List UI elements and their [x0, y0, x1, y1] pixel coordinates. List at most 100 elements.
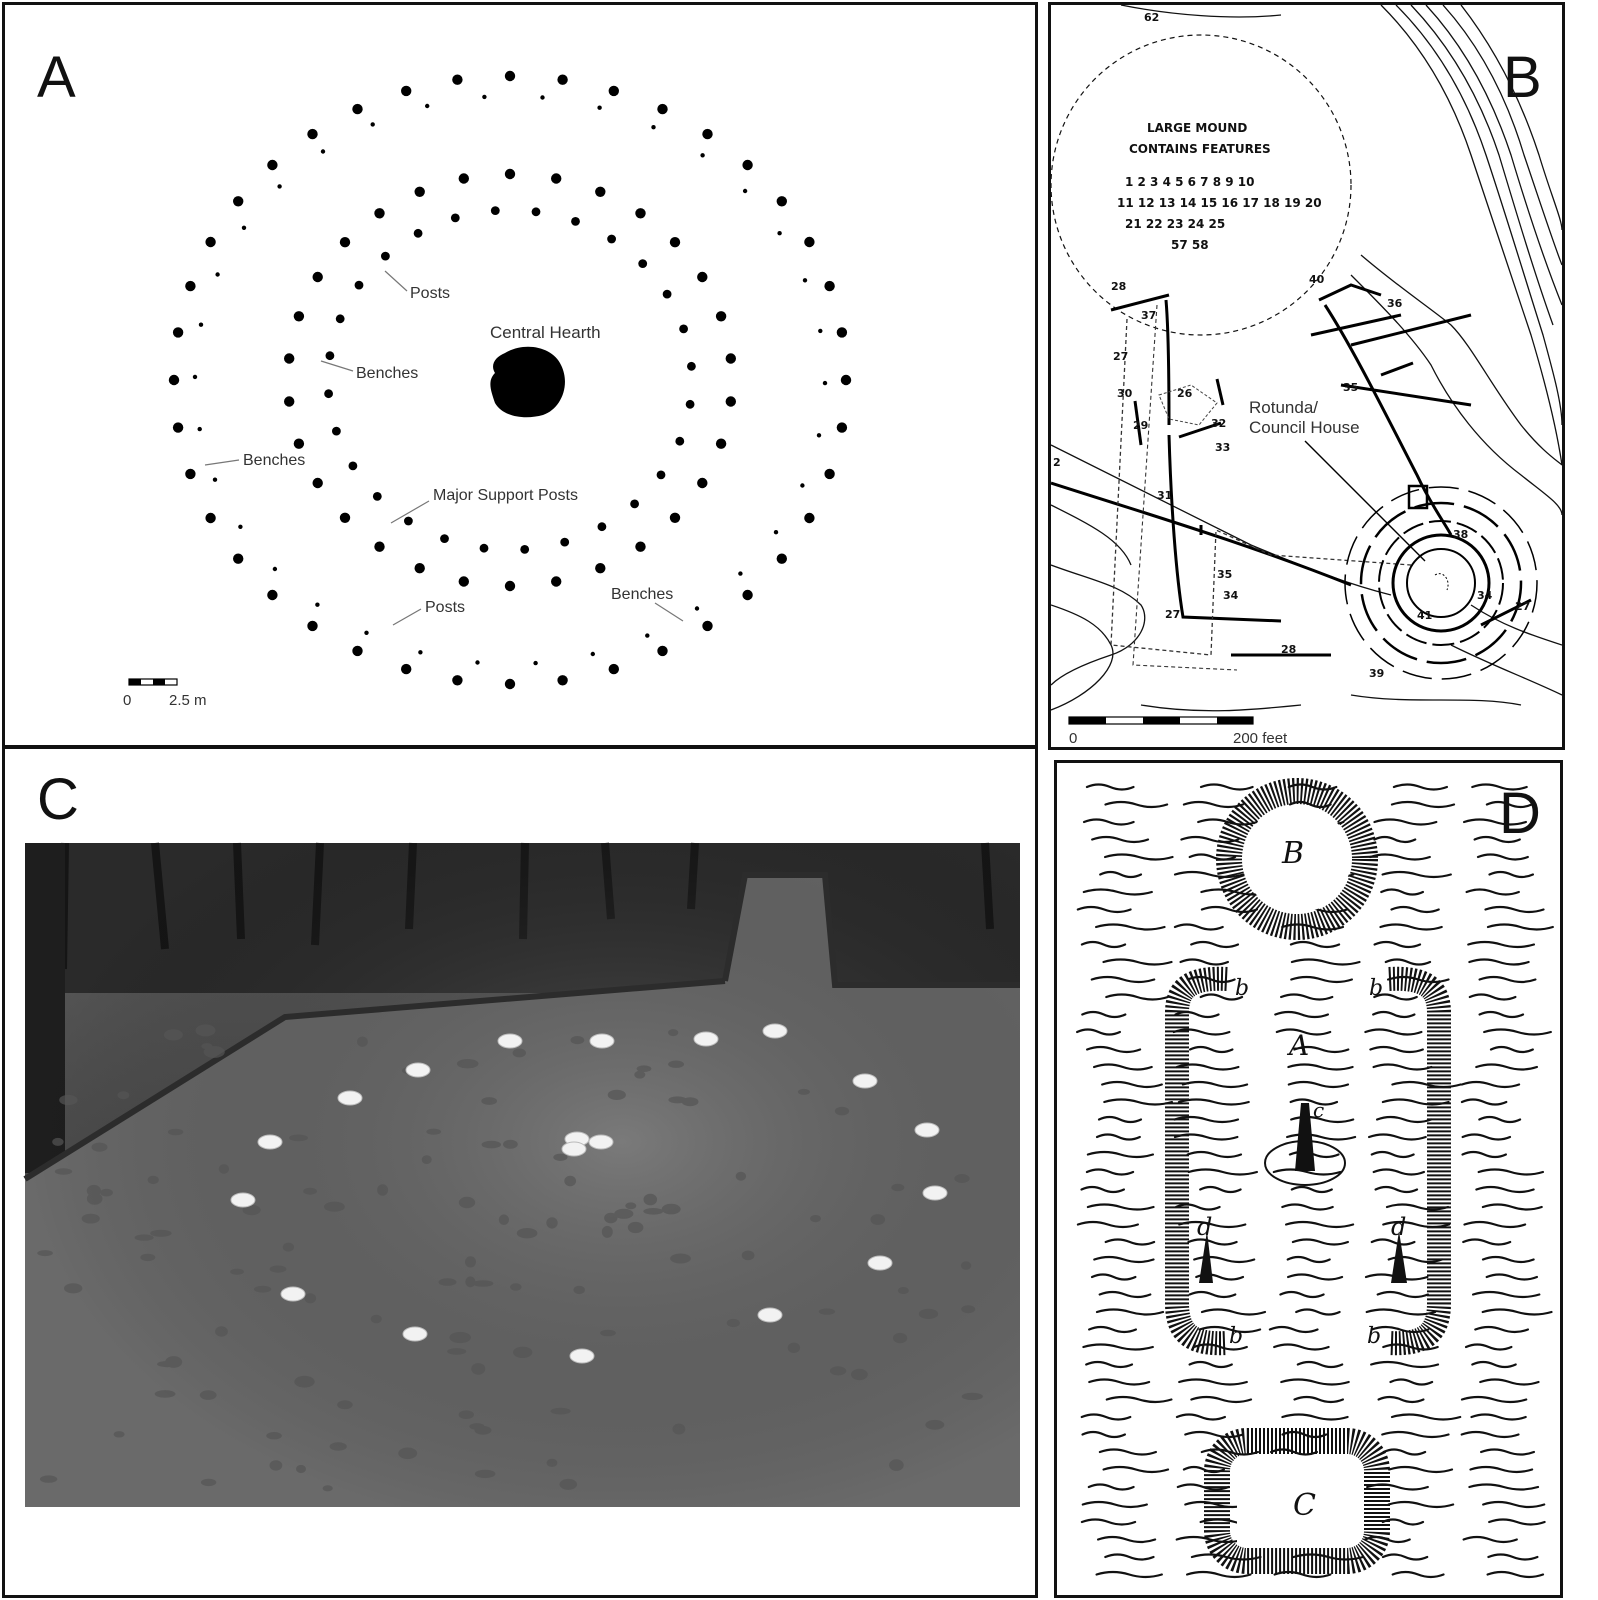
svg-text:28: 28	[1111, 280, 1126, 293]
post-hole	[836, 422, 848, 433]
bench-post-hole	[241, 225, 247, 230]
post-marker	[757, 1307, 783, 1323]
post-hole	[520, 545, 530, 554]
svg-text:28: 28	[1281, 643, 1296, 656]
bench-post-hole	[315, 602, 320, 607]
bench-post-hole	[277, 184, 282, 189]
post-hole	[450, 213, 460, 223]
panel-c-letter: C	[37, 767, 79, 832]
svg-text:32: 32	[1211, 417, 1226, 430]
post-hole	[312, 271, 323, 283]
panel-d: B b b A c d d b b C D	[1054, 760, 1563, 1598]
label-posts-bottom: Posts	[425, 599, 465, 616]
post-hole	[662, 289, 672, 299]
bench-post-hole	[802, 278, 808, 283]
post-marker	[693, 1031, 719, 1047]
bench-post-hole	[197, 426, 202, 432]
post-hole	[504, 168, 516, 180]
bench-post-hole	[212, 477, 218, 482]
bench-post-hole	[425, 103, 430, 109]
svg-text:Rotunda/: Rotunda/	[1249, 398, 1318, 417]
post-hole	[490, 206, 500, 216]
bench-post-hole	[272, 566, 278, 572]
post-hole	[597, 522, 607, 532]
post-hole	[458, 576, 469, 587]
post-hole	[352, 103, 363, 115]
post-hole	[571, 217, 580, 226]
bench-post-hole	[816, 433, 822, 438]
post-marker	[497, 1033, 523, 1049]
post-hole	[401, 663, 412, 675]
post-hole	[697, 271, 708, 283]
post-hole	[776, 553, 787, 564]
post-hole	[479, 543, 489, 553]
svg-text:27: 27	[1165, 608, 1180, 621]
bench-post-hole	[822, 380, 828, 386]
post-hole	[440, 534, 449, 543]
bench-post-hole	[533, 660, 538, 666]
site-map: LARGE MOUND CONTAINS FEATURES 1 2 3 4 5 …	[1051, 5, 1562, 747]
label-central-hearth: Central Hearth	[490, 323, 601, 342]
panel-d-letter: D	[1499, 781, 1541, 846]
svg-text:b: b	[1235, 976, 1249, 1001]
post-hole	[608, 85, 619, 97]
post-marker	[922, 1185, 948, 1201]
bench-post-hole	[475, 660, 480, 665]
post-hole	[669, 512, 681, 523]
post-hole	[284, 396, 295, 407]
post-hole	[374, 208, 385, 219]
bench-post-hole	[597, 105, 602, 110]
post-hole	[233, 553, 244, 564]
post-hole	[168, 374, 180, 386]
post-hole	[557, 675, 568, 686]
post-hole	[413, 228, 423, 238]
svg-text:21 22 23 24 25: 21 22 23 24 25	[1125, 217, 1225, 231]
bench-post-hole	[370, 122, 375, 127]
historic-sketch: B b b A c d d b b C	[1076, 778, 1554, 1579]
bench-post-hole	[364, 630, 369, 635]
bench-post-hole	[645, 633, 650, 638]
post-hole	[702, 620, 713, 632]
post-hole	[675, 436, 685, 446]
post-marker	[337, 1090, 363, 1106]
svg-text:34: 34	[1477, 589, 1493, 602]
post-marker	[405, 1062, 431, 1078]
post-hole	[630, 499, 639, 509]
bench-post-hole	[540, 95, 545, 100]
svg-text:b: b	[1229, 1324, 1243, 1349]
svg-text:c: c	[1313, 1098, 1324, 1122]
post-hole	[185, 468, 196, 480]
label-posts-top: Posts	[410, 285, 450, 302]
svg-text:27: 27	[1515, 600, 1530, 613]
bench-post-hole	[590, 651, 595, 657]
svg-text:33: 33	[1215, 441, 1230, 454]
svg-text:41: 41	[1417, 609, 1432, 622]
bench-post-hole	[215, 272, 220, 277]
post-marker	[561, 1141, 587, 1157]
post-hole	[284, 353, 295, 364]
svg-text:35: 35	[1217, 568, 1232, 581]
svg-text:A: A	[1286, 1029, 1309, 1062]
bench-post-hole	[773, 530, 779, 535]
post-hole	[725, 396, 736, 407]
post-hole	[687, 361, 696, 371]
svg-text:LARGE MOUND: LARGE MOUND	[1147, 121, 1247, 135]
bench-post-hole	[700, 153, 705, 158]
svg-text:1 2 3 4 5 6 7 8 9 10: 1 2 3 4 5 6 7 8 9 10	[1125, 175, 1254, 189]
bench-post-hole	[738, 571, 743, 576]
svg-text:200 feet: 200 feet	[1233, 730, 1288, 747]
svg-text:30: 30	[1117, 387, 1133, 400]
bench-post-hole	[694, 606, 700, 611]
post-hole	[638, 259, 648, 268]
post-hole	[404, 516, 413, 526]
bench-post-hole	[482, 94, 487, 100]
bench-post-hole	[238, 524, 243, 529]
post-hole	[715, 438, 727, 449]
svg-text:d: d	[1197, 1213, 1212, 1241]
scale-bar-a: 0 2.5 m	[123, 678, 207, 709]
bench-post-hole	[320, 149, 326, 154]
svg-text:CONTAINS FEATURES: CONTAINS FEATURES	[1129, 142, 1271, 156]
post-hole	[804, 512, 815, 524]
svg-text:C: C	[1293, 1488, 1316, 1523]
post-hole	[504, 70, 516, 82]
